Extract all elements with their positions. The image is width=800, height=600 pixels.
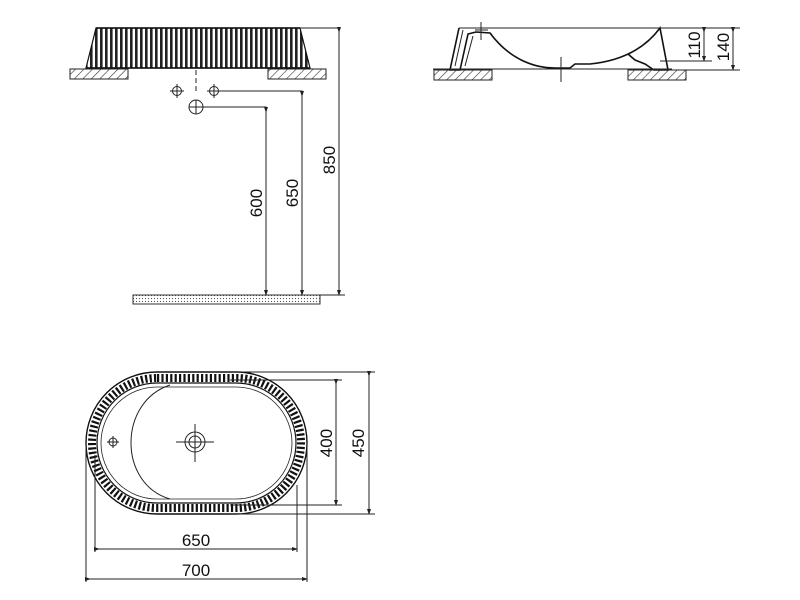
floor bbox=[132, 294, 321, 305]
top-tap-hole bbox=[107, 436, 119, 448]
countertop-side-left bbox=[433, 69, 493, 81]
countertop-side-right bbox=[627, 69, 687, 81]
dim-overall-height: 850 bbox=[320, 146, 339, 174]
basin-front-body bbox=[85, 27, 311, 69]
basin-top-outer bbox=[85, 371, 308, 515]
tap-hole-right bbox=[207, 84, 221, 98]
countertop-left bbox=[69, 68, 129, 80]
dim-inner-length: 650 bbox=[182, 531, 210, 550]
side-view: 110 140 bbox=[433, 22, 740, 82]
dim-side-overall-height: 140 bbox=[714, 33, 733, 61]
dim-tap-height: 650 bbox=[283, 179, 302, 207]
waste-outlet bbox=[188, 99, 204, 115]
top-drain bbox=[176, 424, 214, 462]
dim-overall-width: 450 bbox=[349, 429, 368, 457]
dim-inner-width: 400 bbox=[317, 429, 336, 457]
dim-overall-length: 700 bbox=[182, 561, 210, 580]
dim-inner-depth: 110 bbox=[685, 31, 704, 58]
countertop-right bbox=[267, 68, 327, 80]
dim-waste-height: 600 bbox=[247, 189, 266, 217]
tap-hole-left bbox=[170, 84, 184, 98]
basin-side-profile bbox=[449, 26, 669, 71]
top-view: 400 450 650 700 bbox=[85, 371, 375, 582]
front-view: 600 650 850 bbox=[69, 27, 345, 305]
